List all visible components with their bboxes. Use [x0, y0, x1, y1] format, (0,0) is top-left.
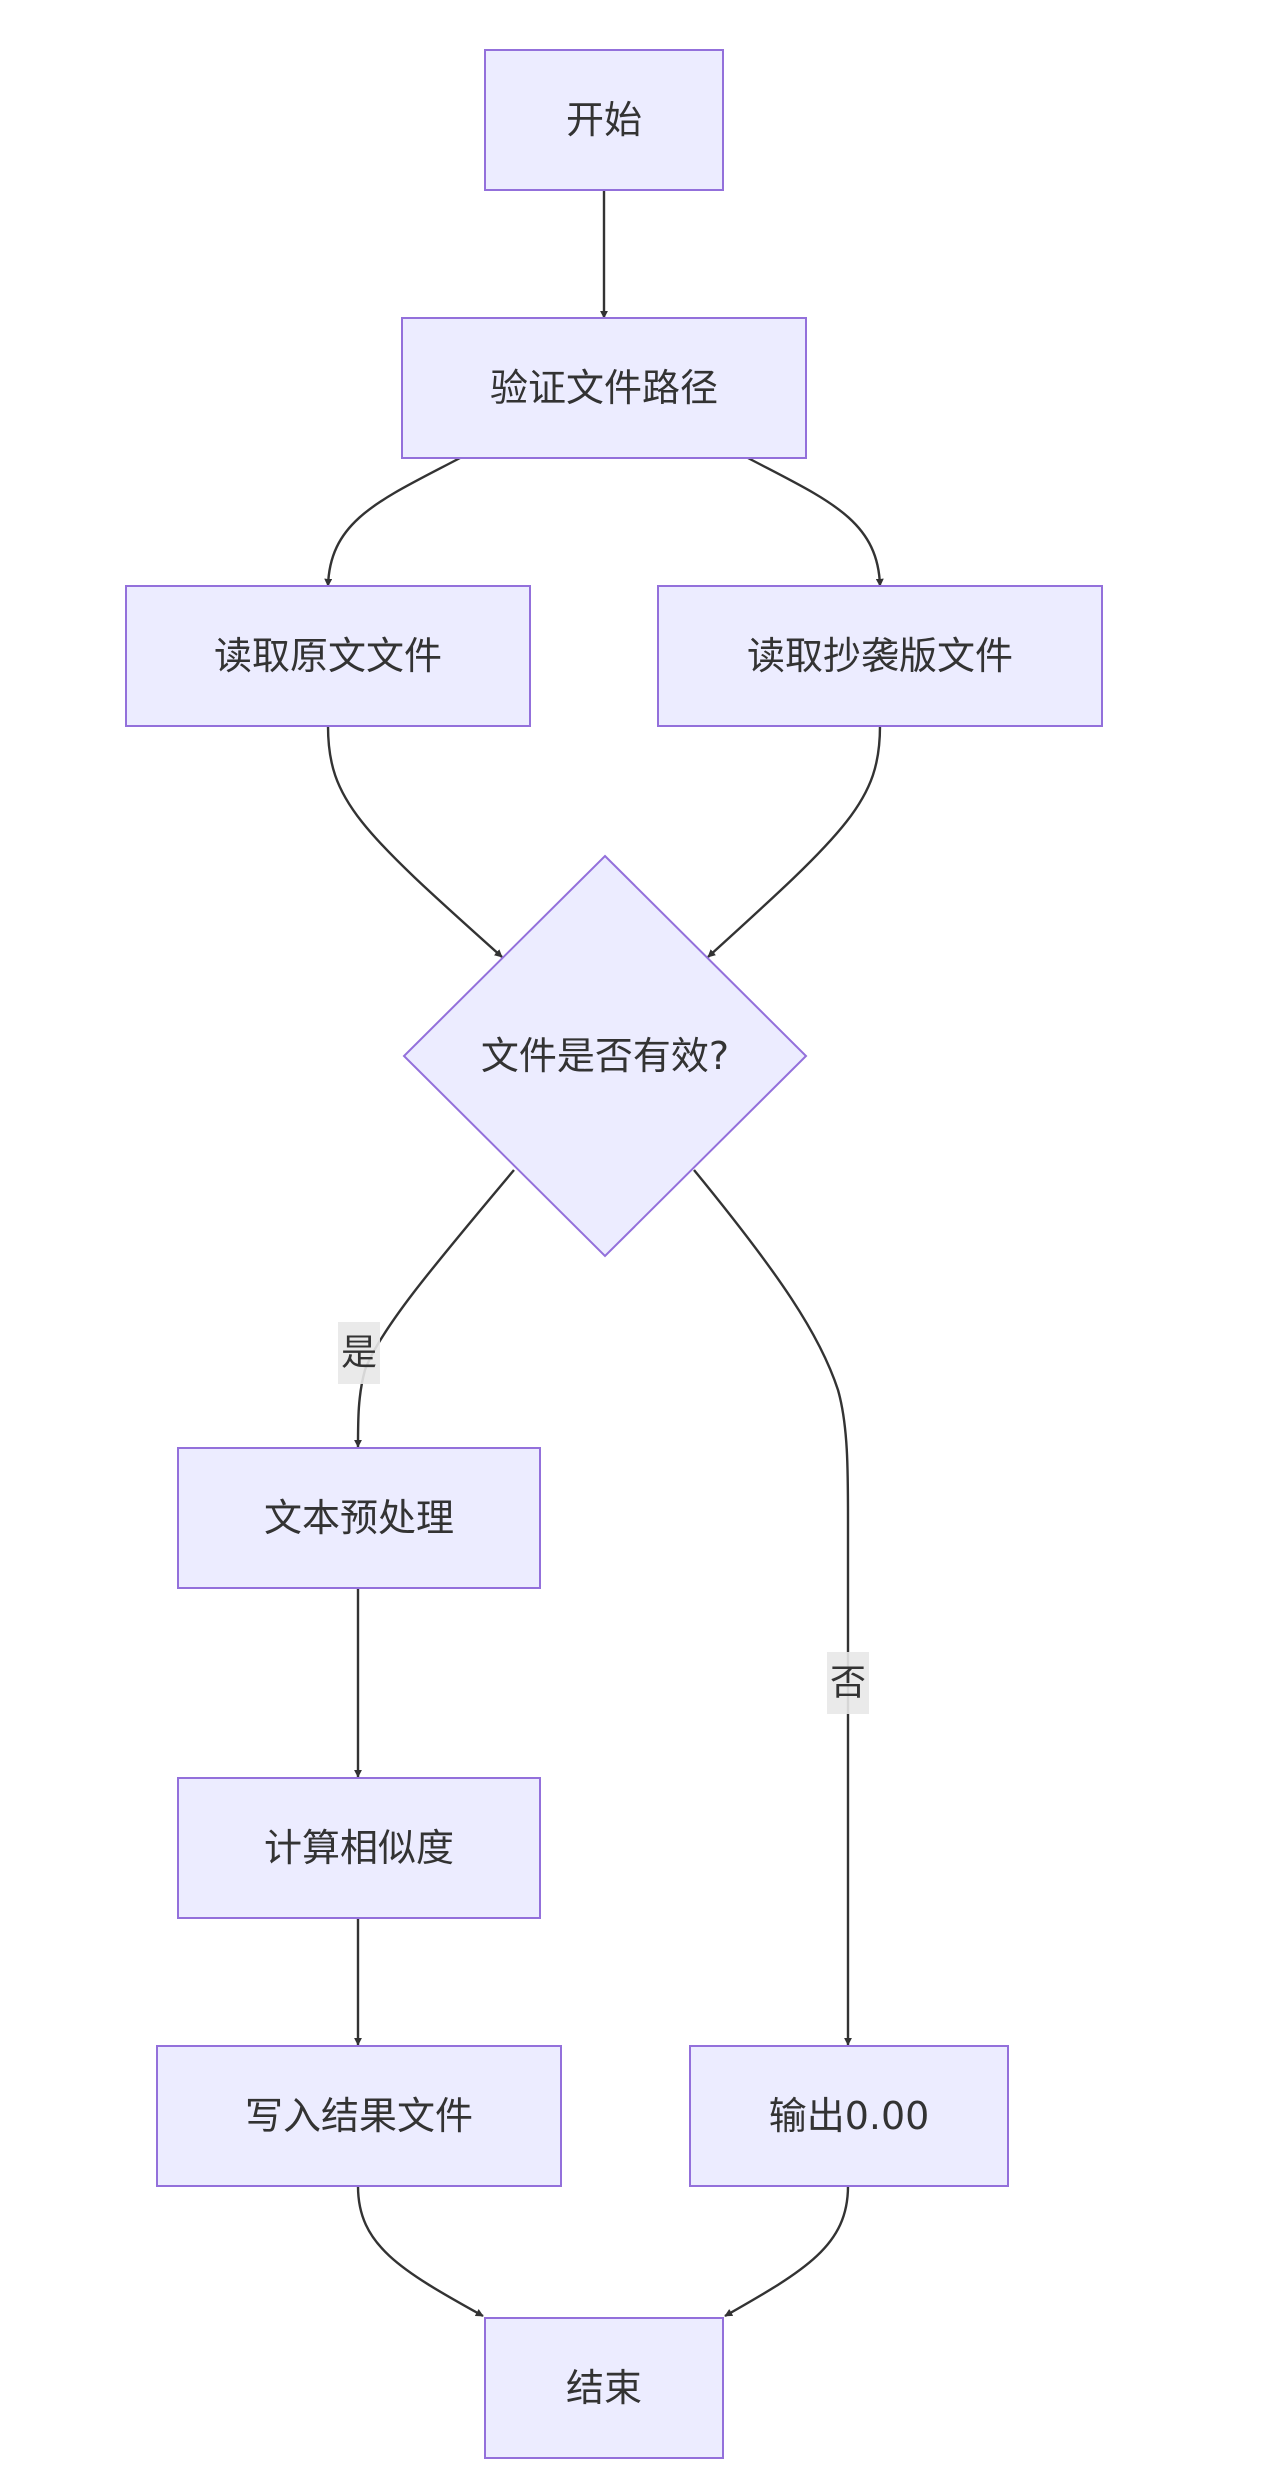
- node-similarity: 计算相似度: [177, 1777, 541, 1919]
- edge-label-no-text: 否: [830, 1663, 866, 1704]
- node-start-label: 开始: [566, 98, 642, 142]
- node-decision-label: 文件是否有效?: [481, 1034, 729, 1078]
- node-end: 结束: [484, 2317, 724, 2459]
- node-end-label: 结束: [566, 2366, 642, 2410]
- edge-validate-read-copy: [747, 456, 884, 587]
- node-output-label: 输出0.00: [769, 2094, 930, 2138]
- node-preprocess-label: 文本预处理: [264, 1496, 454, 1540]
- node-read-orig-label: 读取原文文件: [214, 634, 442, 678]
- edge-decision-preprocess: [354, 1169, 515, 1448]
- edge-label-yes: 是: [338, 1322, 380, 1384]
- node-similarity-label: 计算相似度: [264, 1826, 454, 1870]
- node-read-copy: 读取抄袭版文件: [657, 585, 1103, 727]
- node-preprocess: 文本预处理: [177, 1447, 541, 1589]
- node-write-label: 写入结果文件: [245, 2094, 473, 2138]
- node-validate-label: 验证文件路径: [490, 366, 718, 410]
- edge-validate-read-orig: [324, 456, 461, 587]
- node-read-copy-label: 读取抄袭版文件: [747, 634, 1013, 678]
- node-write: 写入结果文件: [156, 2045, 562, 2187]
- node-validate: 验证文件路径: [401, 317, 807, 459]
- edge-output-end: [724, 2185, 850, 2318]
- edge-read-orig-decision: [326, 725, 503, 958]
- node-start: 开始: [484, 49, 724, 191]
- edge-read-copy-decision: [707, 725, 882, 958]
- edge-label-no: 否: [827, 1652, 869, 1714]
- node-output: 输出0.00: [689, 2045, 1009, 2187]
- edge-write-end: [356, 2185, 484, 2318]
- node-read-orig: 读取原文文件: [125, 585, 531, 727]
- edge-label-yes-text: 是: [341, 1333, 377, 1374]
- node-decision: 文件是否有效?: [402, 854, 808, 1258]
- edge-decision-output: [693, 1169, 852, 2046]
